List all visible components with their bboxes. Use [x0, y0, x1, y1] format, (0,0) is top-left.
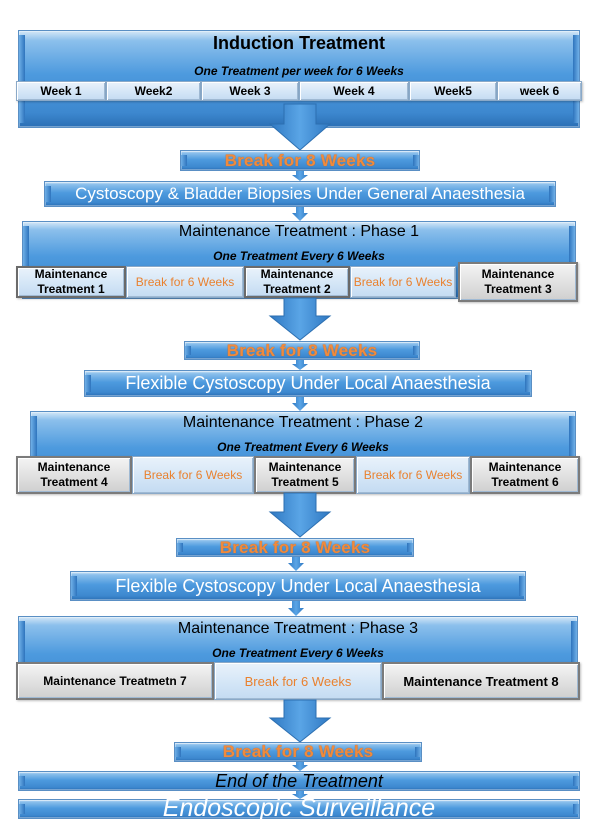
week-box-4: Week 4: [299, 81, 409, 101]
small-down-arrow-icon: [292, 791, 308, 799]
week-label: Week 3: [229, 83, 271, 98]
small-down-arrow-icon: [292, 171, 308, 181]
cystoscopy-general-label: Cystoscopy & Bladder Biopsies Under Gene…: [75, 184, 525, 203]
phase2-break-a: Break for 6 Weeks: [132, 456, 254, 494]
phase2-maintenance-4: Maintenance Treatment 4: [16, 456, 132, 494]
phase1-maintenance-2: Maintenance Treatment 2: [244, 266, 350, 298]
box-label: Break for 6 Weeks: [143, 467, 243, 482]
induction-subtitle: One Treatment per week for 6 Weeks: [194, 64, 404, 78]
week-box-5: Week5: [409, 81, 497, 101]
box-label: Maintenance Treatment 8: [403, 673, 559, 689]
flexible-cystoscopy-bar-1: Flexible Cystoscopy Under Local Anaesthe…: [84, 370, 532, 397]
induction-title: Induction Treatment: [212, 33, 385, 53]
endoscopic-surveillance-bar: Endoscopic Surveillance: [18, 794, 580, 822]
box-label: Break for 6 Weeks: [363, 467, 463, 482]
break-label: Break for 8 Weeks: [224, 151, 376, 170]
end-of-treatment-bar: End of the Treatment: [18, 771, 580, 791]
small-down-arrow-icon: [292, 397, 308, 411]
box-label: Break for 6 Weeks: [353, 274, 453, 289]
box-label: Maintenance Treatment 6: [488, 460, 562, 489]
flexible-cystoscopy-bar-2: Flexible Cystoscopy Under Local Anaesthe…: [70, 571, 526, 601]
down-arrow-icon: [268, 103, 332, 151]
break-bar-1: Break for 8 Weeks: [180, 150, 420, 171]
week-box-2: Week2: [106, 81, 201, 101]
phase1-break-a: Break for 6 Weeks: [126, 266, 244, 298]
break-bar-4: Break for 8 Weeks: [174, 742, 422, 762]
flexible-cystoscopy-label: Flexible Cystoscopy Under Local Anaesthe…: [125, 373, 491, 393]
small-down-arrow-icon: [288, 601, 304, 616]
phase2-subtitle: One Treatment Every 6 Weeks: [217, 440, 389, 454]
week-label: Week5: [434, 83, 472, 98]
phase3-maintenance-8: Maintenance Treatment 8: [382, 662, 580, 700]
box-label: Maintenance Treatment 4: [37, 460, 111, 489]
week-label: week 6: [519, 83, 560, 98]
box-label: Break for 6 Weeks: [244, 673, 352, 689]
down-arrow-icon: [268, 699, 332, 743]
phase3-subtitle: One Treatment Every 6 Weeks: [212, 646, 384, 660]
phase1-break-b: Break for 6 Weeks: [350, 266, 456, 298]
small-down-arrow-icon: [292, 207, 308, 221]
phase3-title: Maintenance Treatment : Phase 3: [177, 620, 419, 637]
week-label: Week 4: [333, 83, 375, 98]
small-down-arrow-icon: [292, 360, 308, 370]
flexible-cystoscopy-label: Flexible Cystoscopy Under Local Anaesthe…: [115, 576, 481, 596]
phase1-subtitle: One Treatment Every 6 Weeks: [213, 249, 385, 263]
phase1-maintenance-3: Maintenance Treatment 3: [458, 262, 578, 302]
week-box-6: week 6: [497, 81, 582, 101]
week-label: Week2: [134, 83, 173, 98]
endoscopic-surveillance-label: Endoscopic Surveillance: [162, 794, 436, 822]
box-label: Maintenance Treatmetn 7: [43, 673, 187, 688]
break-label: Break for 8 Weeks: [219, 538, 371, 557]
down-arrow-icon: [268, 297, 332, 341]
small-down-arrow-icon: [288, 557, 304, 571]
box-label: Maintenance Treatment 1: [34, 267, 108, 296]
break-bar-3: Break for 8 Weeks: [176, 538, 414, 557]
end-of-treatment-label: End of the Treatment: [215, 771, 383, 791]
phase2-maintenance-6: Maintenance Treatment 6: [470, 456, 580, 494]
break-label: Break for 8 Weeks: [226, 341, 378, 360]
box-label: Maintenance Treatment 2: [260, 267, 334, 296]
box-label: Maintenance Treatment 3: [481, 267, 555, 296]
week-label: Week 1: [40, 83, 82, 98]
week-box-1: Week 1: [16, 81, 106, 101]
box-label: Maintenance Treatment 5: [268, 460, 342, 489]
down-arrow-icon: [268, 492, 332, 538]
box-label: Break for 6 Weeks: [135, 274, 235, 289]
phase2-title: Maintenance Treatment : Phase 2: [182, 414, 424, 431]
phase3-break: Break for 6 Weeks: [214, 662, 382, 700]
phase2-break-b: Break for 6 Weeks: [356, 456, 470, 494]
phase1-maintenance-1: Maintenance Treatment 1: [16, 266, 126, 298]
phase1-title: Maintenance Treatment : Phase 1: [178, 223, 420, 240]
break-label: Break for 8 Weeks: [222, 742, 374, 761]
phase3-maintenance-7: Maintenance Treatmetn 7: [16, 662, 214, 700]
cystoscopy-general-bar: Cystoscopy & Bladder Biopsies Under Gene…: [44, 181, 556, 207]
phase2-maintenance-5: Maintenance Treatment 5: [254, 456, 356, 494]
small-down-arrow-icon: [292, 762, 308, 771]
break-bar-2: Break for 8 Weeks: [184, 341, 420, 360]
week-box-3: Week 3: [201, 81, 299, 101]
